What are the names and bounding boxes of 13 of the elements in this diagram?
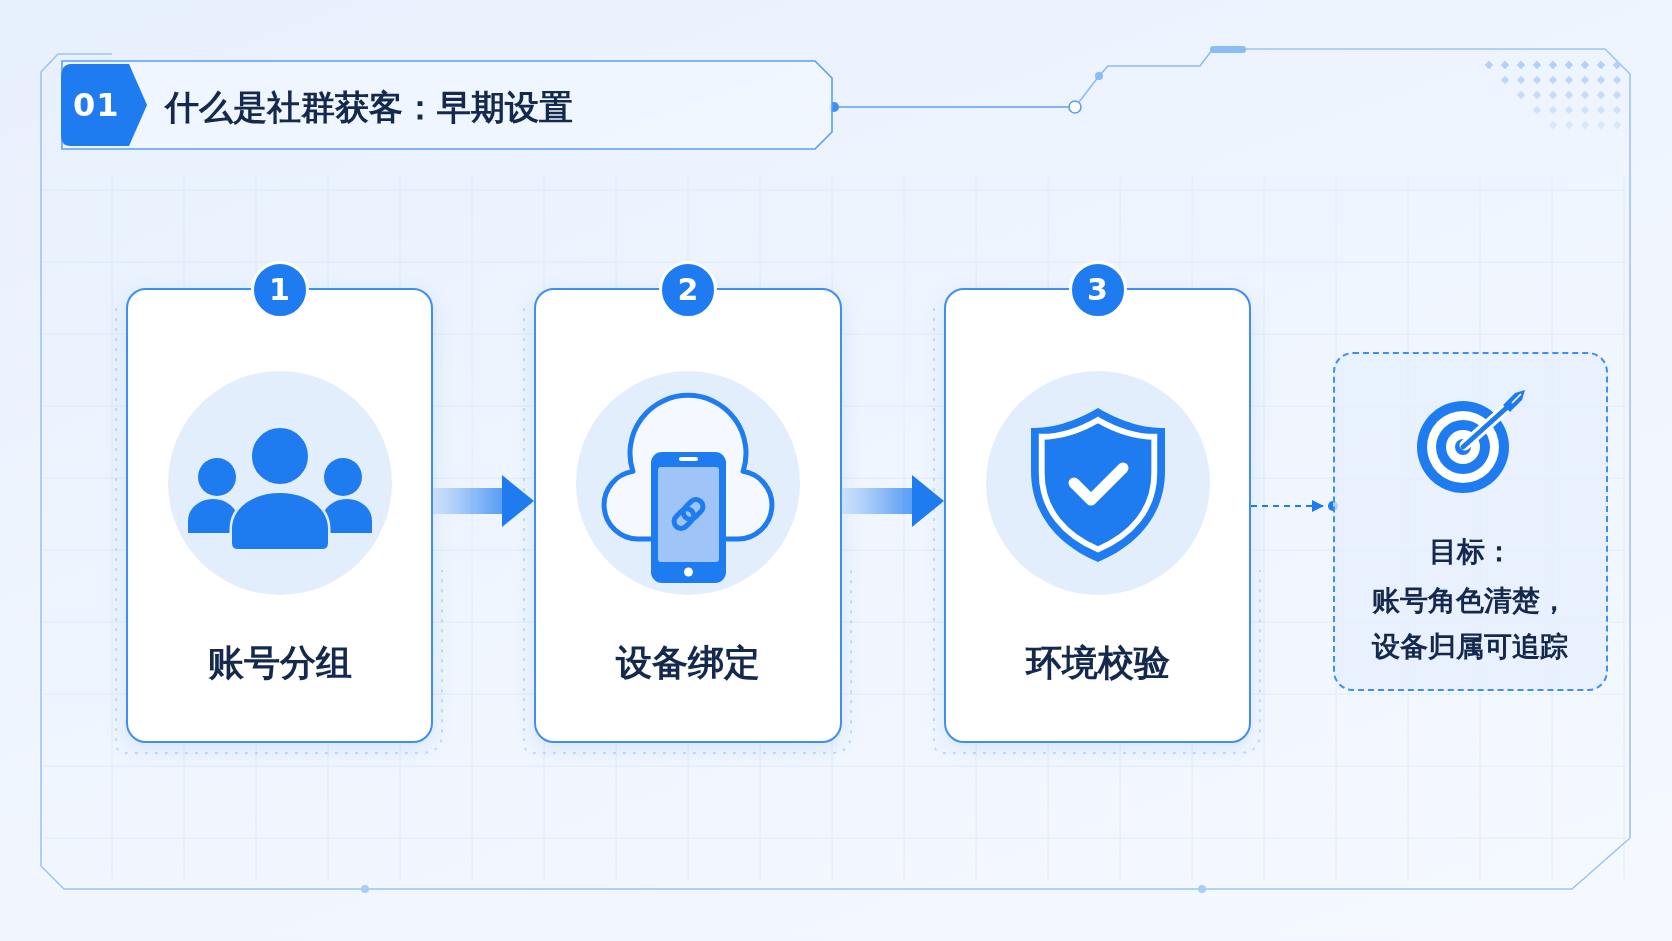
step-label: 环境校验 xyxy=(1025,641,1170,685)
step-label: 账号分组 xyxy=(207,641,352,685)
title: 什么是社群获客：早期设置 xyxy=(165,86,573,128)
step-label: 设备绑定 xyxy=(616,641,760,685)
step-number: 3 xyxy=(1068,261,1127,319)
section-number: 01 xyxy=(59,64,147,146)
step-number: 1 xyxy=(250,261,309,319)
goal-heading: 目标： xyxy=(1428,534,1513,570)
block-arrow xyxy=(842,475,944,527)
block-arrow xyxy=(433,475,534,527)
step-number: 2 xyxy=(659,261,717,319)
goal-text: 账号角色清楚，设备归属可追踪 xyxy=(1370,583,1570,665)
goal-box xyxy=(1333,352,1608,691)
